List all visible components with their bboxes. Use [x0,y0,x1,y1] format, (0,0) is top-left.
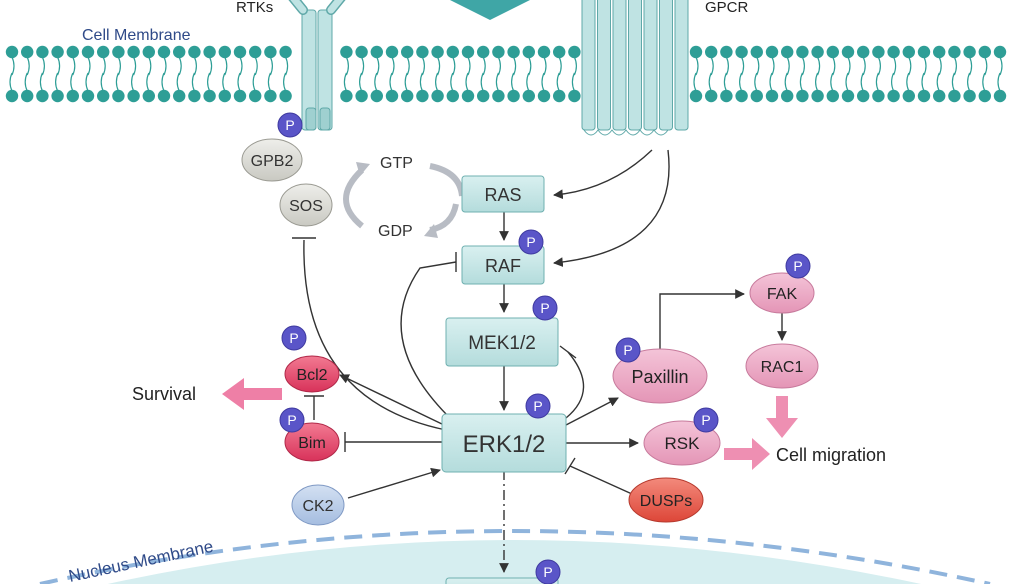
svg-text:RAS: RAS [484,185,521,205]
svg-text:P: P [543,564,552,580]
bcl2-node: Bcl2 [284,355,340,393]
edge-erk-mek-inhibit [565,351,585,419]
svg-text:Paxillin: Paxillin [631,367,688,387]
fak-node: FAK [749,272,815,314]
svg-text:FAK: FAK [767,286,798,303]
svg-text:Bim: Bim [298,435,326,452]
ligand-shape [450,0,530,20]
ras-node: RAS [461,175,545,213]
svg-text:P: P [793,258,802,274]
edge-erk-bcl2 [339,374,445,426]
cell-migration-label: Cell migration [776,445,886,465]
svg-text:P: P [285,117,294,133]
svg-text:Bcl2: Bcl2 [296,367,327,384]
phospho-mek: P [532,295,558,321]
edge-dusps-erk-inhibit [569,465,633,495]
phospho-gpb2: P [277,112,303,138]
rac1-node: RAC1 [745,343,819,389]
survival-arrow [222,378,282,410]
rsk-node: RSK [643,420,721,466]
phospho-markers: P P P P P P P P P P [277,112,811,584]
phospho-rsk: P [693,407,719,433]
svg-text:P: P [540,300,549,316]
survival-label: Survival [132,384,196,404]
ck2-node: CK2 [291,484,345,526]
phospho-erk: P [525,393,551,419]
phospho-bim: P [279,407,305,433]
edge-erk-paxillin [565,397,619,426]
edge-erk-sos-inhibit [303,239,447,431]
erk-node: ERK1/2 [441,413,567,473]
edge-gpcr-raf [553,149,670,267]
svg-text:P: P [623,342,632,358]
phospho-fak: P [785,253,811,279]
phospho-paxillin: P [615,337,641,363]
svg-text:CK2: CK2 [302,498,333,515]
edge-paxillin-fak [659,289,745,350]
nucleus-membrane-line [39,529,991,584]
edge-ck2-erk [347,467,441,499]
svg-text:GPB2: GPB2 [251,153,294,170]
cell-membrane [5,45,1007,103]
mek-node: MEK1/2 [445,317,559,367]
raf-node: RAF [461,245,545,285]
gpb2-node: GPB2 [241,138,303,182]
edge-erk-raf-feedback [400,261,457,421]
gpcr-label: GPCR [705,0,749,16]
nuclear-erk-node [445,577,559,584]
phospho-raf: P [518,229,544,255]
svg-text:ERK1/2: ERK1/2 [463,431,546,458]
svg-text:P: P [287,412,296,428]
svg-text:P: P [533,398,542,414]
phospho-bcl2: P [281,325,307,351]
svg-text:RAC1: RAC1 [761,359,804,376]
nucleus-body [107,540,921,584]
svg-text:SOS: SOS [289,198,323,215]
sos-node: SOS [279,183,333,227]
rtks-label: RTKs [236,0,273,16]
bim-node: Bim [284,422,340,462]
svg-text:P: P [701,412,710,428]
svg-text:RAF: RAF [485,256,521,276]
svg-text:DUSPs: DUSPs [640,493,692,510]
gdp-label: GDP [378,223,413,240]
gpcr-receptor [581,0,689,136]
phospho-nuclear-erk: P [535,559,561,584]
dusps-node: DUSPs [628,477,704,523]
svg-text:RSK: RSK [665,434,701,453]
edge-gpcr-ras [553,149,653,200]
rtk-receptor [288,0,346,131]
rsk-migration-arrow [724,438,770,470]
paxillin-node: Paxillin [612,348,708,404]
svg-text:P: P [526,234,535,250]
svg-text:P: P [289,330,298,346]
cell-membrane-label: Cell Membrane [82,27,191,44]
gtp-gdp-cycle [343,163,465,233]
rac1-migration-arrow [766,396,798,438]
gtp-label: GTP [380,155,413,172]
svg-text:MEK1/2: MEK1/2 [468,333,536,354]
